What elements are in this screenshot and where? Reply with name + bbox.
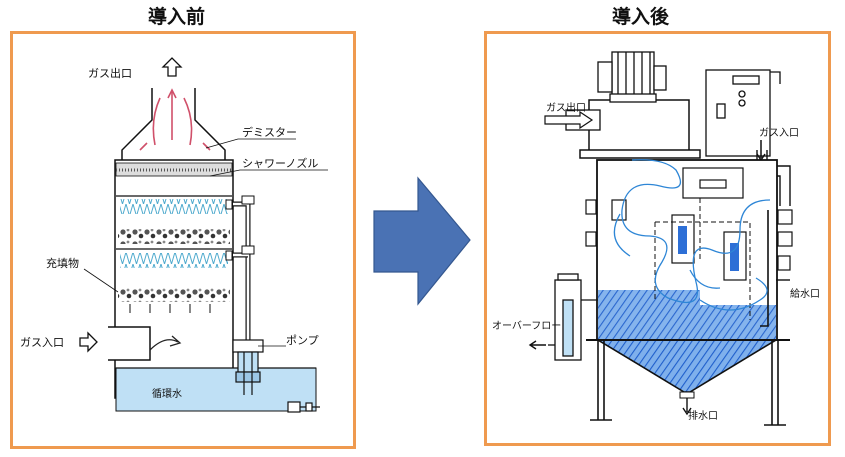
label-gas-inlet-before: ガス入口 — [20, 336, 64, 349]
after-scrubber — [528, 51, 793, 426]
pump — [232, 339, 264, 395]
label-gas-outlet-after: ガス出口 — [546, 101, 586, 114]
after-title: 導入後 — [612, 6, 670, 28]
inlet-arrow-icon — [79, 331, 98, 353]
overflow-gauge — [548, 273, 598, 361]
label-drain: 排水口 — [688, 409, 718, 422]
gas-flow-arrows — [139, 88, 211, 151]
spray-zone-top — [120, 199, 228, 214]
water-cone — [595, 339, 779, 393]
water-hatched — [598, 290, 776, 340]
packing-bed-top — [118, 229, 230, 244]
control-panel — [705, 69, 781, 157]
label-gas-inlet-after: ガス入口 — [759, 127, 799, 139]
label-packing: 充填物 — [46, 256, 79, 270]
label-pump: ポンプ — [286, 334, 319, 347]
transition-arrow-icon — [373, 176, 471, 306]
gas-outlet-arrow-icon-after — [544, 110, 594, 130]
label-circulating-water: 循環水 — [152, 387, 182, 400]
before-scrubber — [79, 57, 328, 413]
gas-outlet-arrow-icon — [161, 57, 183, 77]
spray-zone-bottom — [120, 253, 228, 268]
before-title: 導入前 — [148, 6, 206, 28]
label-gas-outlet-before: ガス出口 — [88, 66, 132, 80]
motor — [597, 51, 667, 103]
label-overflow: オーバーフロー — [492, 320, 561, 332]
circulating-water-tank — [115, 367, 317, 412]
label-demister: デミスター — [242, 125, 297, 139]
label-shower-nozzle: シャワーノズル — [242, 156, 318, 170]
drain-arrow-icon — [682, 398, 692, 416]
overflow-arrow-icon — [528, 340, 546, 350]
label-water-supply: 給水口 — [790, 287, 820, 300]
gas-flow-lines — [613, 159, 771, 311]
packing-bed-bottom — [118, 287, 230, 302]
